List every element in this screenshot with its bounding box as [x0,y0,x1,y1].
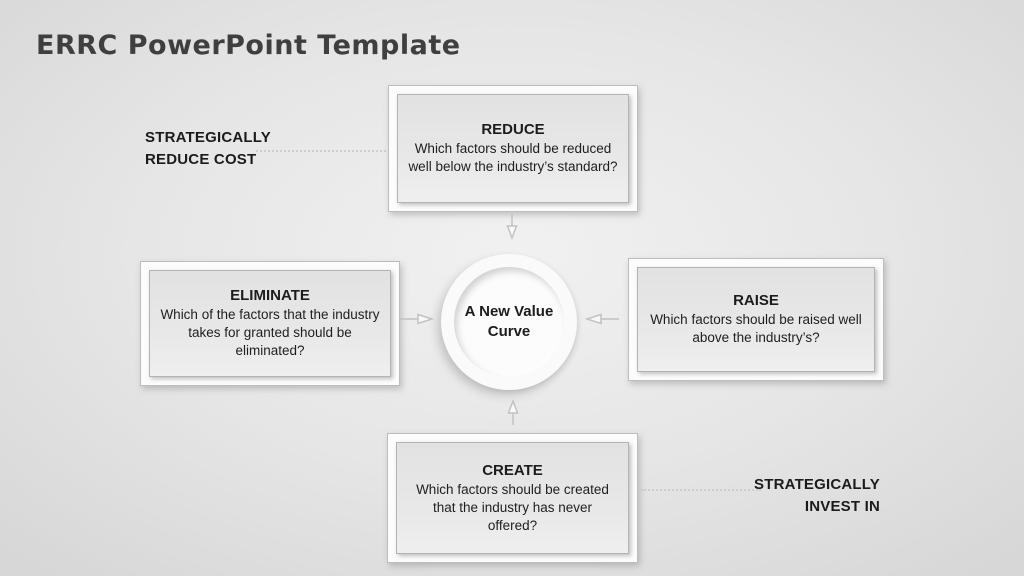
box-raise-body: Which factors should be raised well abov… [650,312,862,345]
box-create: CREATE Which factors should be created t… [387,433,638,563]
box-create-inner: CREATE Which factors should be created t… [396,442,629,554]
annotation-line: STRATEGICALLY [145,129,271,146]
box-reduce: REDUCE Which factors should be reduced w… [388,85,638,212]
dotted-leader-line-bottom [641,489,761,491]
center-circle-inner: A New Value Curve [454,267,564,377]
center-circle: A New Value Curve [441,254,577,390]
annotation-line: REDUCE COST [145,151,257,168]
box-eliminate-heading: ELIMINATE [230,287,310,304]
annotation-strategically-reduce-cost: STRATEGICALLY REDUCE COST [145,127,355,171]
dotted-leader-line-top [256,150,386,152]
annotation-strategically-invest-in: STRATEGICALLY INVEST IN [680,474,880,518]
box-raise-inner: RAISE Which factors should be raised wel… [637,267,875,372]
box-eliminate-body: Which of the factors that the industry t… [160,307,380,358]
arrow-left-icon [584,310,620,328]
center-label: A New Value Curve [464,303,554,340]
box-reduce-body: Which factors should be reduced well bel… [408,141,618,174]
annotation-line: STRATEGICALLY [754,476,880,493]
box-create-heading: CREATE [482,461,543,479]
box-create-body: Which factors should be created that the… [416,481,609,533]
arrow-down-icon [503,213,521,241]
box-reduce-heading: REDUCE [481,121,545,138]
annotation-line: INVEST IN [804,498,880,515]
box-reduce-inner: REDUCE Which factors should be reduced w… [397,94,629,203]
arrow-right-icon [399,310,435,328]
box-raise: RAISE Which factors should be raised wel… [628,258,884,381]
box-eliminate-inner: ELIMINATE Which of the factors that the … [149,270,391,377]
box-raise-heading: RAISE [733,292,779,309]
box-eliminate: ELIMINATE Which of the factors that the … [140,261,400,386]
page-title: ERRC PowerPoint Template [36,30,461,61]
arrow-up-icon [504,398,522,426]
